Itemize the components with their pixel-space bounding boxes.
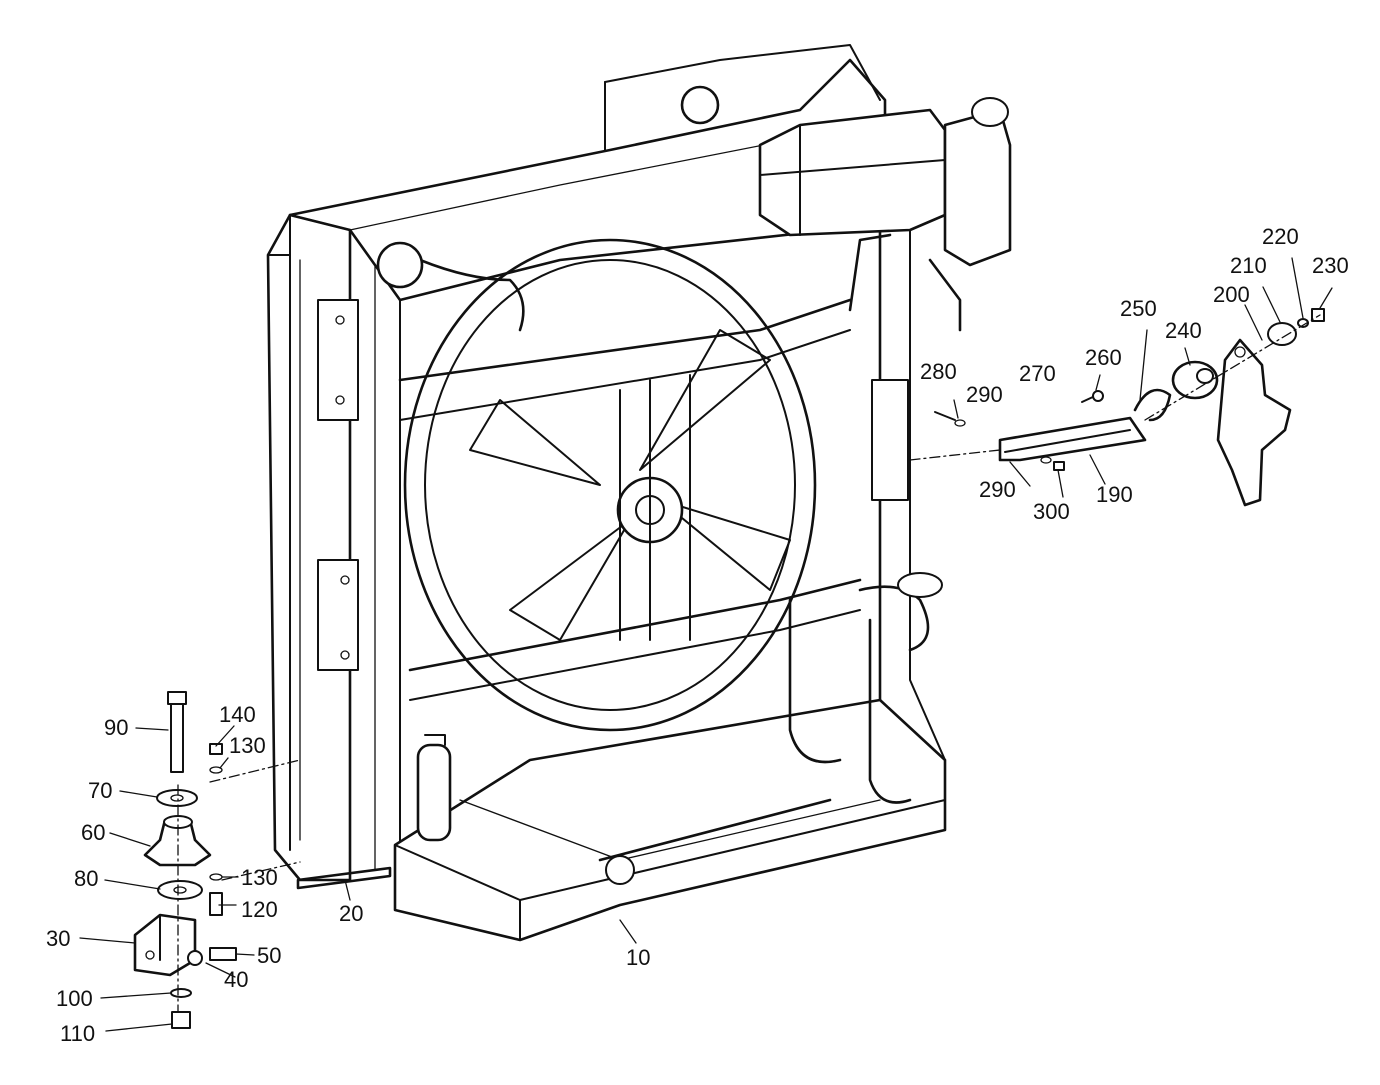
radiator-frame bbox=[266, 44, 1012, 942]
callout-100: 100 bbox=[56, 986, 93, 1011]
callout-290-upper: 290 bbox=[966, 382, 1003, 407]
callout-290-lower: 290 bbox=[979, 477, 1016, 502]
callout-120: 120 bbox=[241, 897, 278, 922]
callout-60: 60 bbox=[81, 820, 106, 845]
callout-10: 10 bbox=[626, 945, 651, 970]
callout-200: 200 bbox=[1213, 282, 1250, 307]
callout-270: 270 bbox=[1019, 361, 1056, 386]
callout-40: 40 bbox=[224, 967, 249, 992]
callout-30: 30 bbox=[46, 926, 71, 951]
callout-130-upper: 130 bbox=[229, 733, 266, 758]
callout-130-lower: 130 bbox=[241, 865, 278, 890]
right-bracket-parts bbox=[909, 308, 1325, 507]
callout-190: 190 bbox=[1096, 482, 1133, 507]
leader-lines bbox=[79, 257, 1333, 1032]
callout-250: 250 bbox=[1120, 296, 1157, 321]
callout-230: 230 bbox=[1312, 253, 1349, 278]
callout-70: 70 bbox=[88, 778, 113, 803]
callout-210: 210 bbox=[1230, 253, 1267, 278]
callout-280: 280 bbox=[920, 359, 957, 384]
callout-260: 260 bbox=[1085, 345, 1122, 370]
callout-300: 300 bbox=[1033, 499, 1070, 524]
callout-50: 50 bbox=[257, 943, 282, 968]
callout-90: 90 bbox=[104, 715, 129, 740]
callout-240: 240 bbox=[1165, 318, 1202, 343]
callout-110: 110 bbox=[60, 1021, 96, 1046]
callout-20: 20 bbox=[339, 901, 364, 926]
callout-80: 80 bbox=[74, 866, 99, 891]
left-mount-parts bbox=[133, 691, 301, 1029]
callout-220: 220 bbox=[1262, 224, 1299, 249]
callout-140: 140 bbox=[219, 702, 256, 727]
